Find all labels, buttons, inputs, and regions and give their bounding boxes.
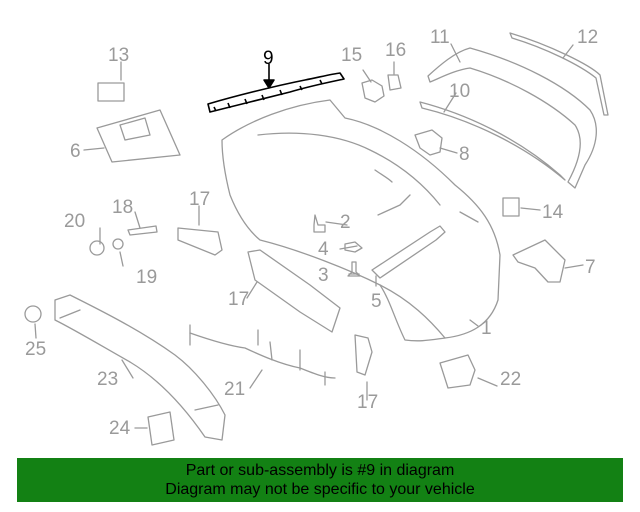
part-11-cover — [427, 47, 597, 189]
part-18-absorber — [247, 249, 341, 333]
part-21-nut — [89, 240, 105, 256]
part-3-bolt — [347, 261, 361, 277]
callout-1: 1 — [481, 318, 492, 339]
callout-12: 12 — [577, 27, 599, 48]
part-12-strip — [509, 32, 609, 116]
callout-5: 5 — [371, 291, 382, 312]
callout-23: 22 — [500, 369, 522, 390]
callout-21: 20 — [64, 211, 86, 232]
callout-17-lower: 17 — [357, 392, 379, 413]
callout-17-upper: 17 — [189, 189, 211, 210]
callout-22: 21 — [224, 379, 246, 400]
callout-20: 19 — [136, 267, 158, 288]
callout-4: 4 — [318, 239, 329, 260]
part-26-nut — [24, 305, 42, 323]
part-1-bumper-cover — [221, 99, 501, 342]
callout-9: 9 — [263, 48, 274, 69]
part-22-harness — [189, 332, 336, 379]
callout-19: 18 — [112, 197, 134, 218]
callout-2: 2 — [340, 212, 351, 233]
part-16-ring — [387, 74, 402, 91]
part-14-cap — [502, 197, 520, 217]
part-10-strip — [419, 101, 566, 181]
callout-8: 8 — [459, 144, 470, 165]
callout-15: 15 — [341, 45, 363, 66]
callout-24: 23 — [97, 369, 119, 390]
callout-11: 11 — [430, 27, 450, 48]
part-19-pin — [127, 225, 158, 236]
banner-line-1: Part or sub-assembly is #9 in diagram — [185, 462, 455, 479]
callout-16: 16 — [385, 40, 407, 61]
diagram-notice-banner: Part or sub-assembly is #9 in diagram Di… — [17, 458, 623, 502]
part-9-molding — [207, 64, 345, 113]
part-6-panel — [96, 109, 181, 163]
callout-3: 3 — [318, 265, 329, 286]
callout-18: 17 — [228, 289, 250, 310]
part-13-sensor — [97, 82, 125, 102]
parts-diagram — [24, 32, 609, 446]
part-17-bracket-lower — [354, 334, 373, 376]
callout-7: 7 — [585, 257, 596, 278]
callout-13: 13 — [108, 45, 130, 66]
part-23-sensor — [439, 354, 476, 389]
banner-line-2: Diagram may not be specific to your vehi… — [165, 481, 475, 498]
part-2-screw — [313, 214, 326, 233]
part-24-beam — [54, 294, 226, 441]
part-5-trim-strip — [371, 225, 446, 279]
part-25-plate — [147, 411, 175, 446]
callout-25: 24 — [109, 418, 131, 439]
callout-6: 6 — [70, 141, 81, 162]
part-4-clip — [344, 241, 363, 253]
part-17-bracket-upper — [177, 227, 223, 256]
callout-14: 14 — [542, 202, 564, 223]
callout-10: 10 — [449, 81, 471, 102]
part-15-sensor — [361, 79, 385, 103]
part-20-washer — [112, 238, 124, 250]
part-8-bracket — [414, 129, 443, 156]
callout-26: 25 — [25, 339, 47, 360]
part-7-bracket — [512, 239, 566, 283]
